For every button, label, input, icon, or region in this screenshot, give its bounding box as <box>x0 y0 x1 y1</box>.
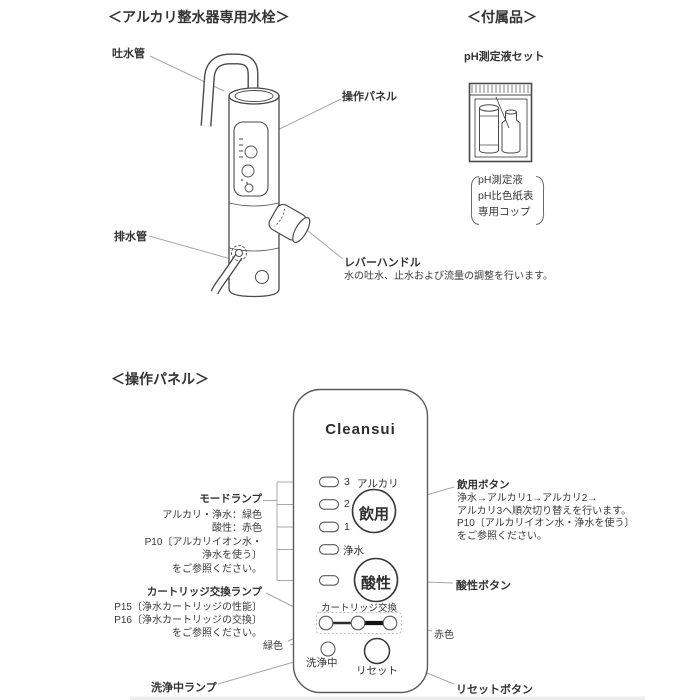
cleaning-lamp-circle <box>320 641 336 657</box>
acid-button-label: 酸性 <box>360 575 391 592</box>
content-item: pH比色紙表 <box>478 190 534 202</box>
lamp-number-3: 3 <box>344 476 350 488</box>
cartridge-lamp-title: カートリッジ交換ランプ <box>146 586 262 598</box>
cleaning-lamp-title: 洗浄中ランプ <box>151 682 217 694</box>
operation-panel-label: 操作パネル <box>342 91 397 103</box>
cartridge-lamp-red <box>382 615 398 631</box>
cartridge-lamp-annotation: カートリッジ交換ランプ P15〔浄水カートリッジの性能〕 P16〔浄水カートリッ… <box>96 586 262 640</box>
drink-button-annotation: 飲用ボタン 浄水→アルカリ1→アルカリ2→ アルカリ3へ順次切り替えを行います。… <box>457 479 635 542</box>
green-label: 緑色 <box>263 641 283 652</box>
reset-button-title: リセットボタン <box>456 684 533 696</box>
cartridge-exchange-label: カートリッジ交換 <box>320 603 397 614</box>
lamp-label-jousui: 浄水 <box>343 545 364 557</box>
ph-set-title: pH測定液セット <box>464 51 545 63</box>
mode-lamp-title: モードランプ <box>199 493 262 505</box>
drain-label: 排水管 <box>114 231 147 243</box>
lamp-alkali-2 <box>318 499 340 510</box>
drink-button-title: 飲用ボタン <box>457 479 510 491</box>
lamp-alkali-1 <box>318 521 340 533</box>
lamp-number-1: 1 <box>344 521 350 533</box>
faucet-illustration <box>200 53 311 298</box>
drain-pipe-drawing <box>210 245 269 295</box>
content-item: pH測定液 <box>478 174 523 186</box>
lamp-alkali-3 <box>318 476 340 488</box>
operation-panel-illustration <box>292 388 429 694</box>
accessory-package-illustration <box>468 82 533 163</box>
mode-lamps <box>318 476 340 586</box>
cleansui-logo: Cleansui <box>325 421 396 438</box>
cartridge-lamp-green-1 <box>318 615 334 631</box>
faucet-front-panel-drawing <box>233 121 269 197</box>
drink-button-circle <box>351 488 397 534</box>
accessories-section-heading: ＜付属品＞ <box>467 9 537 25</box>
lever-handle-drawing <box>268 203 311 244</box>
spout-pipe-drawing <box>200 53 259 127</box>
drink-button-label: 飲用 <box>358 506 389 523</box>
page-bottom-cutoff <box>130 696 645 700</box>
lamp-jousui <box>318 544 340 555</box>
reset-button-label: リセット <box>356 665 398 677</box>
cartridge-lamp-green-2 <box>350 615 366 631</box>
lamp-number-2: 2 <box>344 498 350 510</box>
leader-lever <box>307 230 344 260</box>
acid-button-title: 酸性ボタン <box>456 580 511 592</box>
red-label: 赤色 <box>434 630 454 641</box>
contents-brackets <box>470 176 545 225</box>
ph-set-contents: pH測定液 pH比色紙表 専用コップ <box>478 172 533 220</box>
lamp-acid <box>318 575 340 586</box>
panel-section-heading: ＜操作パネル＞ <box>111 371 209 387</box>
content-item: 専用コップ <box>478 206 531 218</box>
lever-label: レバーハンドル <box>344 257 421 269</box>
acid-button-circle <box>353 557 399 603</box>
lever-description: 水の吐水、止水および流量の調整を行います。 <box>344 271 553 282</box>
mode-lamp-annotation: モードランプ アルカリ・浄水：緑色 酸性：赤色 P10〔アルカリイオン水・ 浄水… <box>120 493 262 576</box>
reset-button-circle <box>363 637 391 665</box>
cleaning-label: 洗浄中 <box>306 657 338 669</box>
leader-drain <box>148 235 232 260</box>
lamp-label-alkali: アルカリ <box>357 478 399 490</box>
faucet-section-heading: ＜アルカリ整水器専用水栓＞ <box>108 9 290 25</box>
spout-label: 吐水管 <box>112 48 145 60</box>
